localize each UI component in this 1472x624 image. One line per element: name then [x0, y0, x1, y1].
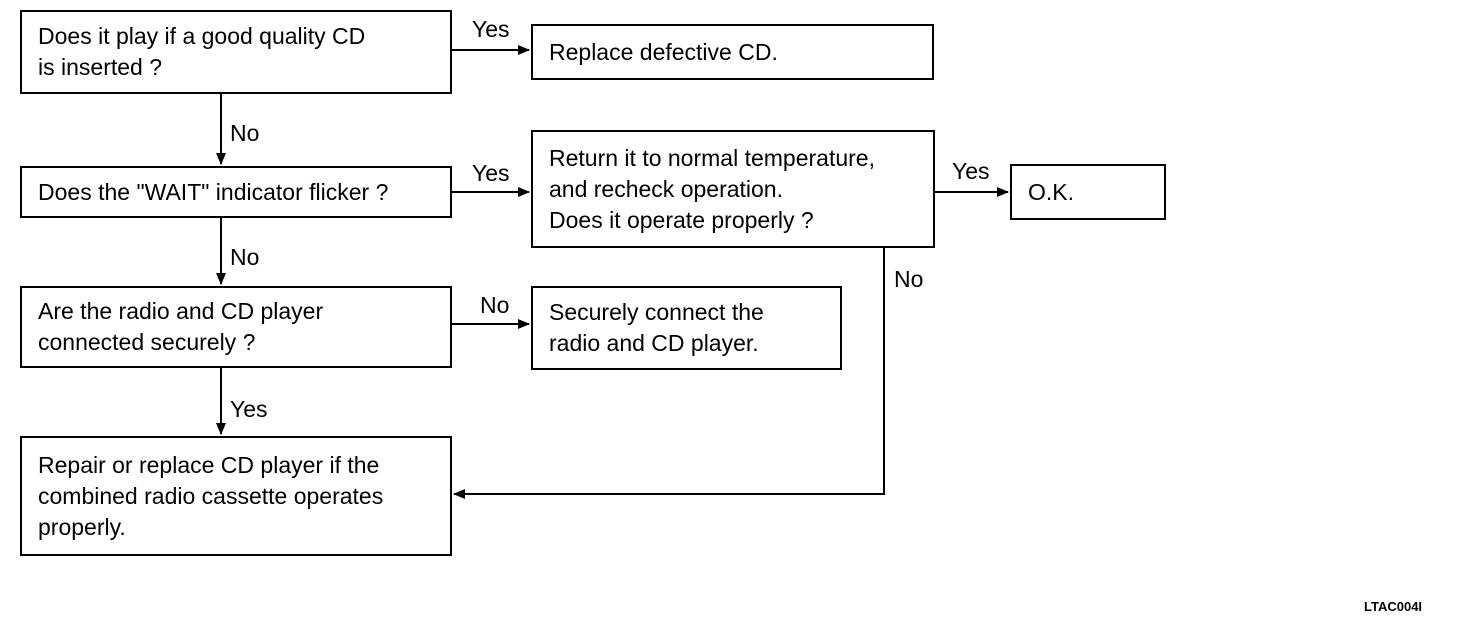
ok-text: O.K.	[1028, 178, 1075, 205]
figure-code: LTAC004I	[1364, 599, 1423, 614]
question-good-cd-box: Does it play if a good quality CD is ins…	[20, 10, 452, 94]
question-connected-box: Are the radio and CD player connected se…	[20, 286, 452, 368]
label-no-wait: No	[230, 120, 260, 146]
question-wait-flicker-box: Does the "WAIT" indicator flicker ?	[20, 166, 452, 218]
ok-box: O.K.	[1010, 164, 1166, 220]
arrow-return-to-repair	[453, 248, 885, 499]
question-good-cd-text: Does it play if a good quality CD is ins…	[38, 23, 366, 80]
label-no-connected: No	[230, 244, 260, 270]
connect-text: Securely connect the radio and CD player…	[549, 299, 764, 356]
label-yes-return: Yes	[472, 160, 510, 186]
replace-cd-text: Replace defective CD.	[549, 38, 778, 65]
question-connected-text: Are the radio and CD player connected se…	[38, 298, 324, 355]
connect-box: Securely connect the radio and CD player…	[531, 286, 842, 370]
repair-replace-text: Repair or replace CD player if the combi…	[38, 451, 384, 540]
return-temperature-box: Return it to normal temperature, and rec…	[531, 130, 935, 248]
replace-cd-box: Replace defective CD.	[531, 24, 934, 80]
label-yes-replace: Yes	[472, 16, 510, 42]
label-yes-ok: Yes	[952, 158, 990, 184]
return-temperature-text: Return it to normal temperature, and rec…	[549, 144, 875, 233]
label-yes-repair: Yes	[230, 396, 268, 422]
repair-replace-box: Repair or replace CD player if the combi…	[20, 436, 452, 556]
question-wait-flicker-text: Does the "WAIT" indicator flicker ?	[38, 178, 389, 205]
label-no-repair: No	[894, 266, 924, 292]
label-no-connect: No	[480, 292, 510, 318]
